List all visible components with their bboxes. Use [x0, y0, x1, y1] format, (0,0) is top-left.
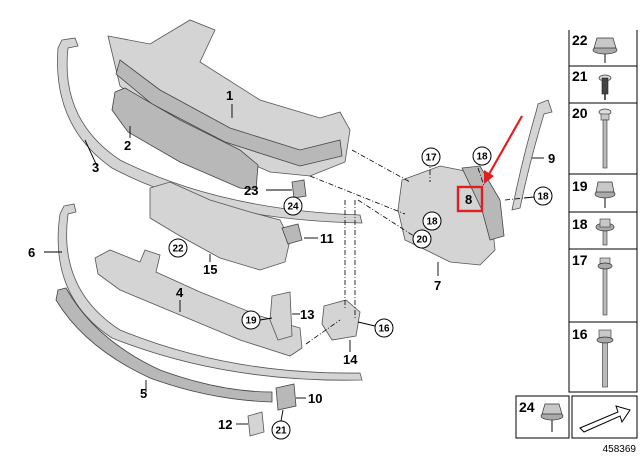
- fastener-16: 16: [572, 326, 614, 388]
- callout-7: 7: [434, 278, 441, 293]
- medium-bolt-icon: [597, 257, 613, 316]
- circled-callout-22: 22: [168, 238, 188, 258]
- svg-text:18: 18: [476, 152, 488, 163]
- long-bolt-icon: [596, 329, 614, 388]
- circled-callout-17: 17: [421, 147, 441, 167]
- callout-11: 11: [320, 231, 334, 246]
- callout-23: 23: [244, 183, 258, 198]
- svg-text:17: 17: [572, 252, 588, 268]
- circled-callout-20: 20: [412, 229, 432, 249]
- circled-callout-19: 19: [241, 310, 261, 330]
- part-2-absorber: [111, 87, 259, 191]
- callout-12: 12: [218, 417, 232, 432]
- fastener-22: 22: [572, 32, 618, 63]
- flange-nut-icon: [540, 403, 564, 432]
- fastener-17: 17: [572, 252, 613, 316]
- direction-arrow-box: [571, 395, 638, 439]
- svg-text:21: 21: [572, 68, 588, 84]
- svg-text:18: 18: [572, 216, 588, 232]
- callout-2: 2: [124, 138, 131, 153]
- long-screw-icon: [598, 108, 612, 169]
- svg-text:18: 18: [426, 217, 438, 228]
- svg-text:17: 17: [425, 153, 437, 164]
- callout-15: 15: [203, 262, 217, 277]
- flange-nut-icon: [592, 37, 618, 63]
- circled-callout-18-top: 18: [472, 146, 492, 166]
- circled-callout-18-right: 18: [533, 186, 553, 206]
- callout-14: 14: [343, 352, 358, 367]
- highlight-box: [456, 185, 484, 213]
- svg-text:19: 19: [572, 178, 588, 194]
- direction-arrow-icon: [579, 405, 631, 433]
- callout-5: 5: [140, 386, 147, 401]
- clip-rivet-icon: [598, 74, 612, 100]
- part-23-bracket: [291, 179, 307, 199]
- fastener-18: 18: [572, 216, 615, 246]
- part-15-deflector: [149, 181, 291, 271]
- svg-text:16: 16: [378, 324, 390, 335]
- fasteners-panel: [568, 30, 638, 393]
- svg-text:20: 20: [572, 105, 588, 121]
- callout-13: 13: [300, 307, 314, 322]
- reference-number: 458369: [603, 444, 637, 455]
- fastener-20: 20: [572, 105, 612, 169]
- short-bolt-icon: [595, 218, 615, 246]
- fastener-21: 21: [572, 68, 612, 100]
- svg-text:24: 24: [519, 399, 535, 415]
- part-10-bracket: [275, 383, 297, 411]
- svg-text:21: 21: [275, 426, 287, 437]
- part-5-lower-grille: [55, 287, 273, 403]
- highlight-arrow: [487, 115, 523, 177]
- svg-text:19: 19: [245, 316, 257, 327]
- highlight-arrowhead: [484, 170, 494, 184]
- circled-callout-21: 21: [271, 420, 291, 440]
- svg-text:22: 22: [572, 32, 588, 48]
- callout-6: 6: [28, 245, 35, 260]
- part-14-bracket: [321, 299, 361, 341]
- circled-callout-24: 24: [283, 196, 303, 216]
- part-12-clip: [247, 411, 265, 437]
- svg-text:24: 24: [287, 202, 299, 213]
- part-6-lower-trim: [57, 203, 363, 381]
- svg-text:18: 18: [537, 192, 549, 203]
- part-3-cover-strip: [57, 37, 363, 224]
- hex-nut-icon: [594, 181, 616, 208]
- circled-callout-18-mid: 18: [422, 211, 442, 231]
- svg-text:16: 16: [572, 326, 588, 342]
- callout-4: 4: [176, 285, 184, 300]
- callout-1: 1: [226, 88, 233, 103]
- svg-text:22: 22: [172, 244, 184, 255]
- callout-10: 10: [308, 391, 322, 406]
- part-9-side-strip: [511, 99, 553, 211]
- part-11-bracket: [281, 223, 303, 245]
- fastener-19: 19: [572, 178, 616, 208]
- callout-9: 9: [548, 151, 555, 166]
- svg-text:20: 20: [416, 235, 428, 246]
- part-13-bracket: [269, 291, 293, 341]
- fastener-24: 24: [515, 395, 570, 439]
- callout-3: 3: [92, 160, 99, 175]
- circled-callout-16: 16: [374, 318, 394, 338]
- callout-8: 8: [465, 192, 472, 207]
